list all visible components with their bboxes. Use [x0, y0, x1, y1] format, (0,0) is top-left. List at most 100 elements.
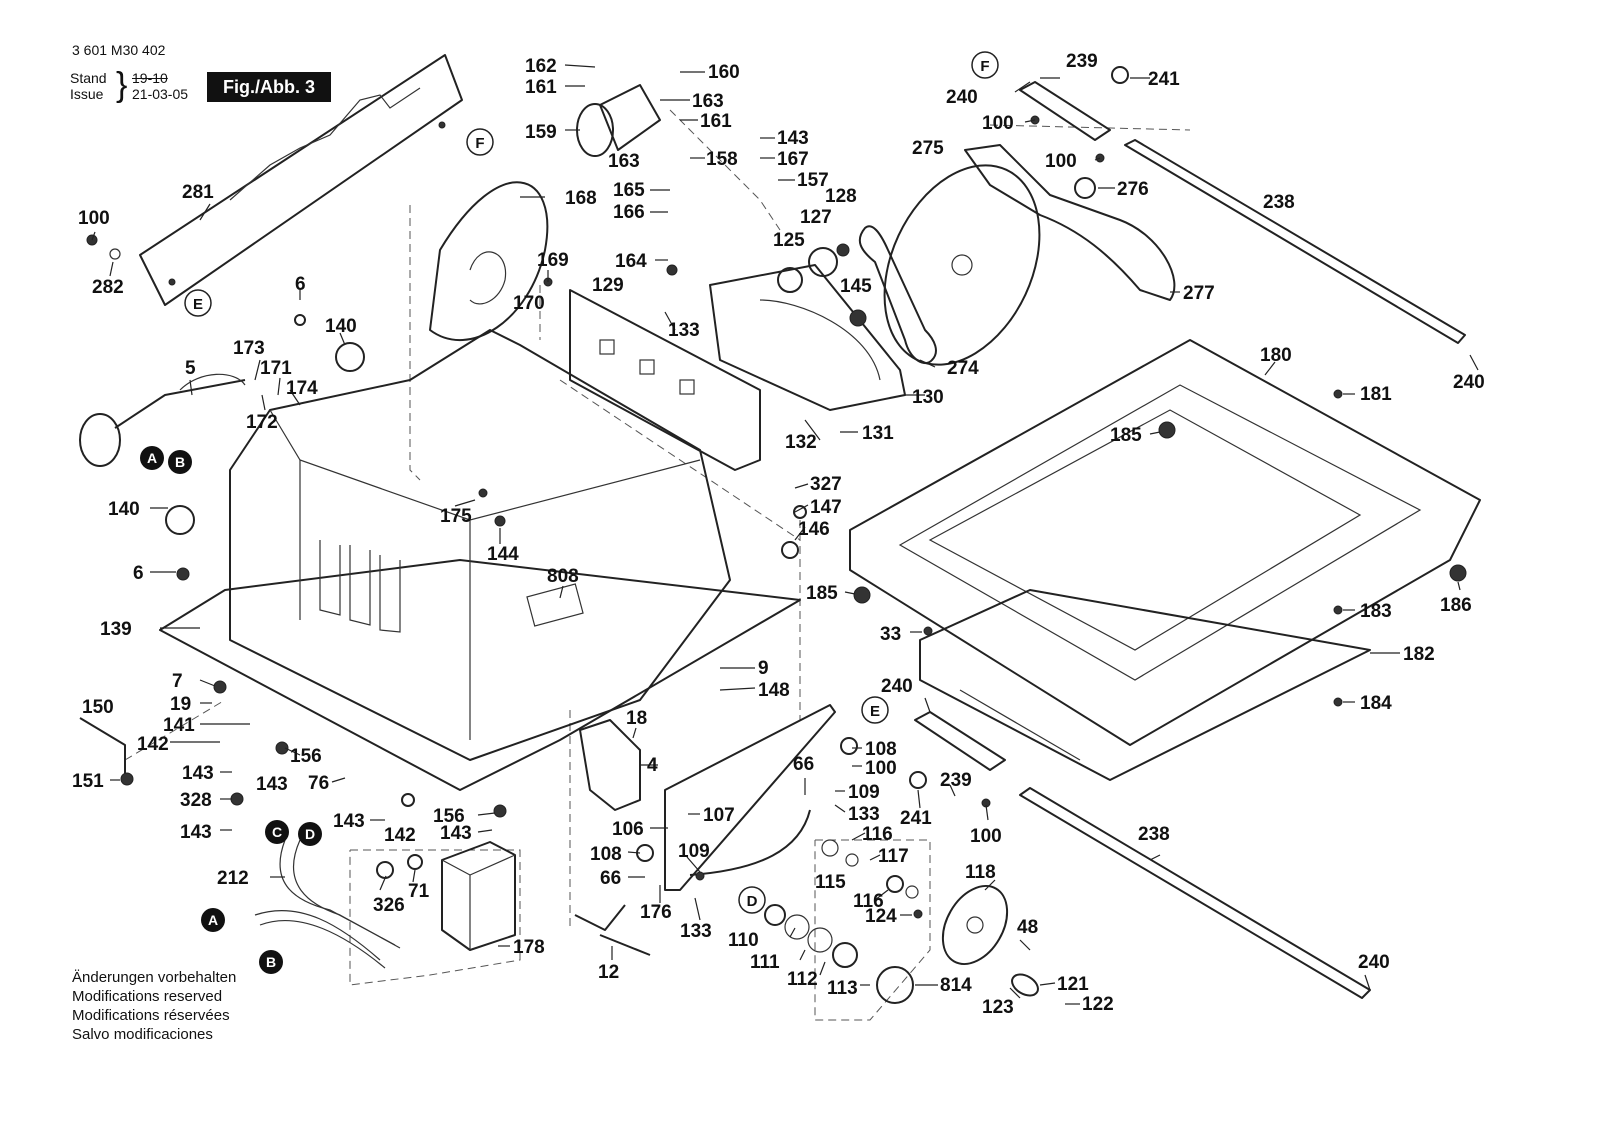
part-label: 239	[1066, 51, 1098, 72]
part-label: 113	[827, 978, 858, 999]
callout-e-fence-label: E	[870, 703, 880, 720]
part-label: 5	[185, 358, 196, 379]
part-5-cord	[79, 373, 246, 467]
part-label: 100	[982, 113, 1014, 134]
part-label: 121	[1057, 974, 1089, 995]
part-label: 162	[525, 56, 557, 77]
part-label: 238	[1138, 824, 1170, 845]
part-label: 183	[1360, 601, 1392, 622]
part-label: 276	[1117, 179, 1149, 200]
notice-es: Salvo modificaciones	[72, 1026, 213, 1043]
part-label: 100	[865, 758, 897, 779]
part-130-guard	[709, 264, 906, 411]
callout-e-fence	[861, 696, 889, 724]
callout-a-cable	[201, 908, 225, 932]
part-label: 182	[1403, 644, 1435, 665]
part-label: 181	[1360, 384, 1392, 405]
part-label: 175	[440, 506, 472, 527]
callout-f-fence	[971, 51, 999, 79]
part-239-bars	[914, 81, 1111, 771]
part-label: 133	[680, 921, 712, 942]
part-label: 7	[172, 671, 183, 692]
callout-a-cable-label: A	[208, 912, 218, 928]
part-label: 148	[758, 680, 790, 701]
part-label: 150	[82, 697, 114, 718]
part-label: 277	[1183, 283, 1215, 304]
part-label: 4	[647, 755, 658, 776]
part-label: 184	[1360, 693, 1392, 714]
part-label: 185	[1110, 425, 1142, 446]
part-label: 166	[613, 202, 645, 223]
part-label: 19	[170, 694, 191, 715]
part-label: 161	[700, 111, 732, 132]
part-label: 125	[773, 230, 805, 251]
part-label: 100	[78, 208, 110, 229]
part-label: 110	[728, 930, 759, 951]
part-label: 240	[1453, 372, 1485, 393]
part-label: 163	[608, 151, 640, 172]
part-106-fence	[664, 704, 836, 891]
part-label: 814	[940, 975, 972, 996]
part-12-lever	[574, 904, 651, 956]
revision-block: Stand Issue } 19-10 21-03-05	[70, 66, 189, 104]
part-label: 241	[900, 808, 932, 829]
part-label: 143	[440, 823, 472, 844]
part-182-plate	[919, 589, 1371, 781]
callout-b-cord	[168, 450, 192, 474]
part-label: 241	[1148, 69, 1180, 90]
part-label: 132	[785, 432, 817, 453]
part-281-rail	[139, 54, 463, 306]
part-label: 160	[708, 62, 740, 83]
part-159-port	[576, 84, 661, 157]
part-label: 186	[1440, 595, 1472, 616]
part-4-clamp	[579, 719, 641, 811]
part-label: 123	[982, 997, 1014, 1018]
callout-f-rail	[466, 128, 494, 156]
callout-c-cable-label: C	[272, 824, 282, 840]
part-label: 131	[862, 423, 894, 444]
part-label: 173	[233, 338, 265, 359]
part-212-cables	[254, 839, 401, 969]
part-label: 108	[865, 739, 897, 760]
part-label: 144	[487, 544, 519, 565]
part-150-hexkey	[79, 717, 134, 786]
part-277-handle	[964, 144, 1176, 301]
part-label: 274	[947, 358, 979, 379]
part-label: 6	[295, 274, 306, 295]
part-label: 176	[640, 902, 672, 923]
part-label: 12	[598, 962, 619, 983]
part-label: 48	[1017, 917, 1038, 938]
part-label: 142	[137, 734, 169, 755]
part-label: 76	[308, 773, 329, 794]
part-label: 129	[592, 275, 624, 296]
part-label: 275	[912, 138, 944, 159]
callout-b-cord-label: B	[175, 454, 185, 470]
callout-b-cable-label: B	[266, 954, 276, 970]
callout-f-rail-label: F	[475, 135, 484, 152]
part-label: 124	[865, 906, 897, 927]
part-label: 66	[793, 754, 814, 775]
filled-callouts: A B C D A B	[140, 446, 322, 974]
callout-e-rail-label: E	[193, 296, 203, 313]
part-label: 163	[692, 91, 724, 112]
part-label: 106	[612, 819, 644, 840]
part-label: 165	[613, 180, 645, 201]
assembly-guides	[124, 109, 1191, 1021]
issue-date: 21-03-05	[132, 86, 189, 102]
callout-d-cable-label: D	[305, 826, 315, 842]
part-label: 240	[881, 676, 913, 697]
part-label: 6	[133, 563, 144, 584]
part-label: 168	[565, 188, 597, 209]
part-label: 109	[848, 782, 880, 803]
stand-date: 19-10	[132, 70, 168, 86]
part-label: 100	[1045, 151, 1077, 172]
part-label: 169	[537, 250, 569, 271]
part-label: 122	[1082, 994, 1114, 1015]
part-label: 116	[853, 891, 884, 912]
figure-label: Fig./Abb. 3	[207, 72, 331, 102]
part-label: 147	[810, 497, 842, 518]
notice-de: Änderungen vorbehalten	[72, 969, 237, 986]
notice-fr: Modifications réservées	[72, 1007, 230, 1024]
part-label: 157	[797, 170, 829, 191]
part-label: 145	[840, 276, 872, 297]
